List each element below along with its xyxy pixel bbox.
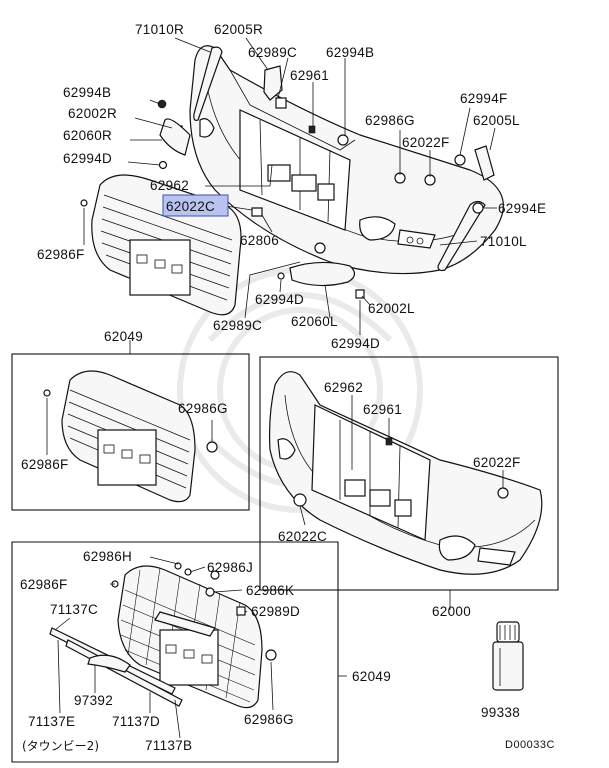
label-62986J: 62986J (207, 560, 253, 575)
label-62002L: 62002L (368, 301, 415, 316)
label-71010L: 71010L (480, 234, 527, 249)
label-62994D-mid: 62994D (255, 292, 304, 307)
label-71010R: 71010R (135, 22, 184, 37)
label-62022C-b: 62022C (278, 529, 327, 544)
garnish-62060L (289, 261, 356, 287)
bumper-boxed (268, 371, 543, 575)
label-62994E: 62994E (498, 201, 546, 216)
label-62000: 62000 (432, 604, 471, 619)
bracket-62005L (474, 145, 495, 181)
label-62994B: 62994B (326, 45, 374, 60)
label-71137B: 71137B (145, 738, 192, 753)
side-trim-71010R (193, 46, 223, 121)
leader-lines-top (83, 37, 497, 335)
bracket-62005R (263, 65, 283, 101)
label-62022F-b: 62022F (473, 455, 521, 470)
label-62989D: 62989D (251, 604, 300, 619)
label-62986H: 62986H (83, 549, 132, 564)
label-62022C-highlighted[interactable]: 62022C (166, 199, 215, 214)
label-62049-c: 62049 (352, 669, 391, 684)
diagram-id: D00033C (505, 739, 555, 751)
label-62002R: 62002R (68, 106, 117, 121)
front-bumper-top (189, 45, 504, 275)
mesh-grille (111, 562, 277, 709)
label-62060R: 62060R (63, 128, 112, 143)
label-62986K: 62986K (246, 583, 294, 598)
label-62962: 62962 (150, 178, 189, 193)
label-62961-b: 62961 (363, 402, 402, 417)
label-62994F: 62994F (460, 91, 508, 106)
label-71137E: 71137E (28, 714, 75, 729)
label-62986F: 62986F (37, 247, 85, 262)
box-grille-62049 (11, 353, 250, 511)
label-62986G-c: 62986G (244, 712, 294, 727)
label-62994B-left: 62994B (63, 85, 111, 100)
grille-boxed (43, 370, 218, 503)
fasteners-top (80, 97, 484, 299)
side-trim-71010L (437, 200, 486, 272)
label-62005L: 62005L (473, 113, 520, 128)
label-97392: 97392 (74, 693, 113, 708)
label-62961: 62961 (290, 68, 329, 83)
label-62962-b: 62962 (324, 380, 363, 395)
label-town-bee-2: (タウンビー2) (22, 739, 99, 753)
label-62989C: 62989C (248, 45, 297, 60)
box-mesh-grille (11, 541, 339, 763)
molding-strips (49, 627, 183, 707)
label-62060L: 62060L (291, 314, 338, 329)
label-62994D-bottom: 62994D (331, 336, 380, 351)
label-99338: 99338 (481, 705, 520, 720)
label-62806: 62806 (240, 233, 279, 248)
label-62049-a: 62049 (104, 329, 143, 344)
label-62986F-a: 62986F (21, 457, 69, 472)
label-62986F-c: 62986F (20, 577, 68, 592)
label-62986G-a: 62986G (178, 401, 228, 416)
label-62986G: 62986G (365, 113, 415, 128)
label-71137D: 71137D (112, 714, 160, 729)
label-71137C: 71137C (50, 602, 98, 617)
touch-up-bottle-99338 (492, 621, 524, 691)
highlight-62022C (162, 194, 229, 217)
box-bumper-62000 (259, 356, 559, 591)
part-labels: 71010R 62005R 62989C 62994B 62961 62994B… (20, 22, 555, 753)
label-62022F: 62022F (402, 135, 450, 150)
label-62994D: 62994D (63, 151, 112, 166)
label-62005R: 62005R (214, 22, 263, 37)
label-62989C-mid: 62989C (213, 318, 262, 333)
